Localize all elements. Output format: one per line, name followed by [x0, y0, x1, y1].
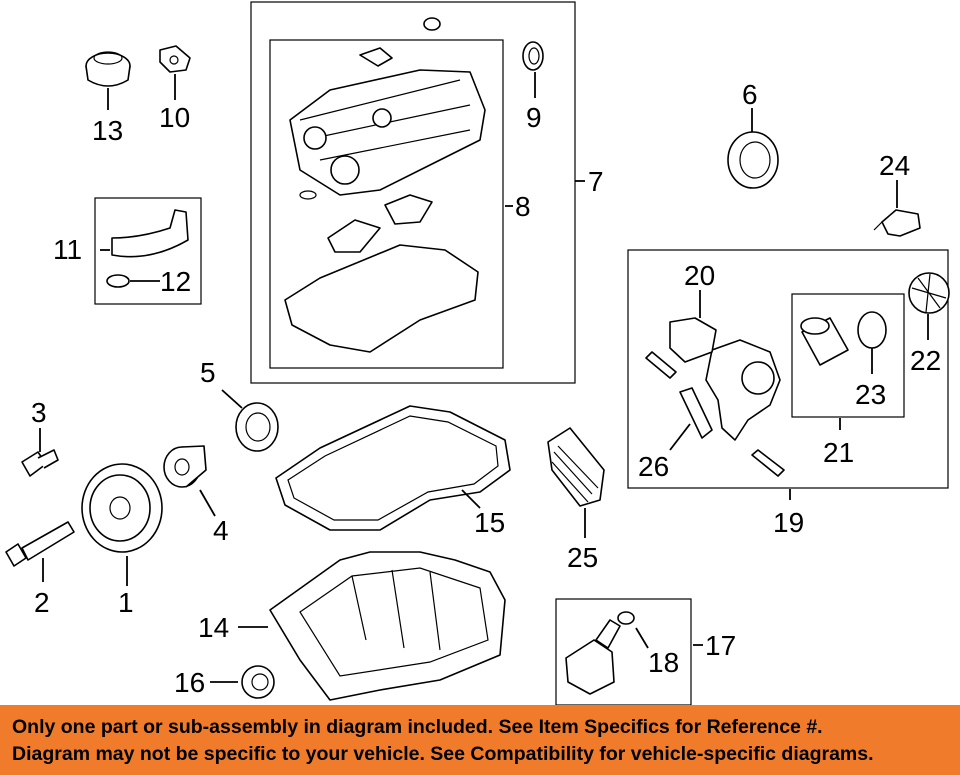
callout-9: 9: [526, 102, 542, 133]
oil-filter-housing-part: [645, 317, 785, 477]
pulley-part: [81, 463, 163, 553]
valve-cover-part: [284, 17, 486, 353]
disclaimer-line-1: Only one part or sub-assembly in diagram…: [12, 716, 823, 738]
group-box-7: [250, 1, 576, 384]
sensor-24-part: [873, 209, 921, 237]
callout-10: 10: [159, 102, 190, 133]
group-box-17: [555, 598, 692, 705]
callout-5: 5: [200, 357, 216, 388]
callout-12: 12: [160, 266, 191, 297]
seal-9-part: [522, 41, 544, 71]
parts-diagram: 13 10 9 6 7 8 24 11 12 20 22 23 21 26 19…: [5, 1, 950, 705]
filter-cap-part: [908, 272, 950, 314]
oil-pan-gasket-part: [275, 405, 511, 531]
oil-cooler-part: [547, 427, 605, 507]
disclaimer-banner: Only one part or sub-assembly in diagram…: [0, 705, 960, 775]
oil-level-sensor-part: [565, 611, 635, 695]
callout-20: 20: [684, 260, 715, 291]
callout-21: 21: [823, 437, 854, 468]
filter-element-part: [800, 311, 887, 366]
callout-17: 17: [705, 630, 736, 661]
callout-14: 14: [198, 612, 229, 643]
group-box-8: [269, 39, 504, 369]
callout-25: 25: [567, 542, 598, 573]
callout-3: 3: [31, 397, 47, 428]
seal-6-part: [727, 131, 779, 189]
callout-2: 2: [34, 587, 50, 618]
damper-part: [163, 445, 207, 488]
callout-24: 24: [879, 150, 910, 181]
gasket-10-part: [159, 45, 191, 73]
bolt-3-part: [21, 449, 59, 477]
leader-lines: [39, 72, 929, 683]
oil-pan-part: [269, 551, 506, 701]
disclaimer-line-2: Diagram may not be specific to your vehi…: [12, 743, 874, 765]
callout-16: 16: [174, 667, 205, 698]
drain-plug-part: [241, 665, 275, 699]
group-box-11: [94, 197, 202, 305]
callout-23: 23: [855, 379, 886, 410]
callout-6: 6: [742, 79, 758, 110]
callout-labels: 13 10 9 6 7 8 24 11 12 20 22 23 21 26 19…: [31, 79, 941, 698]
group-box-21: [791, 293, 905, 418]
vent-pipe-part: [106, 209, 189, 288]
callout-26: 26: [638, 451, 669, 482]
oil-cap-part: [85, 51, 131, 87]
callout-15: 15: [474, 507, 505, 538]
callout-11: 11: [53, 234, 82, 265]
callout-19: 19: [773, 507, 804, 538]
seal-5-part: [235, 402, 279, 452]
callout-13: 13: [92, 115, 123, 146]
bolt-2-part: [5, 521, 75, 567]
callout-7: 7: [588, 166, 604, 197]
callout-4: 4: [213, 515, 229, 546]
callout-18: 18: [648, 647, 679, 678]
group-box-19: [627, 249, 949, 489]
callout-22: 22: [910, 345, 941, 376]
callout-1: 1: [118, 587, 134, 618]
callout-8: 8: [515, 191, 531, 222]
